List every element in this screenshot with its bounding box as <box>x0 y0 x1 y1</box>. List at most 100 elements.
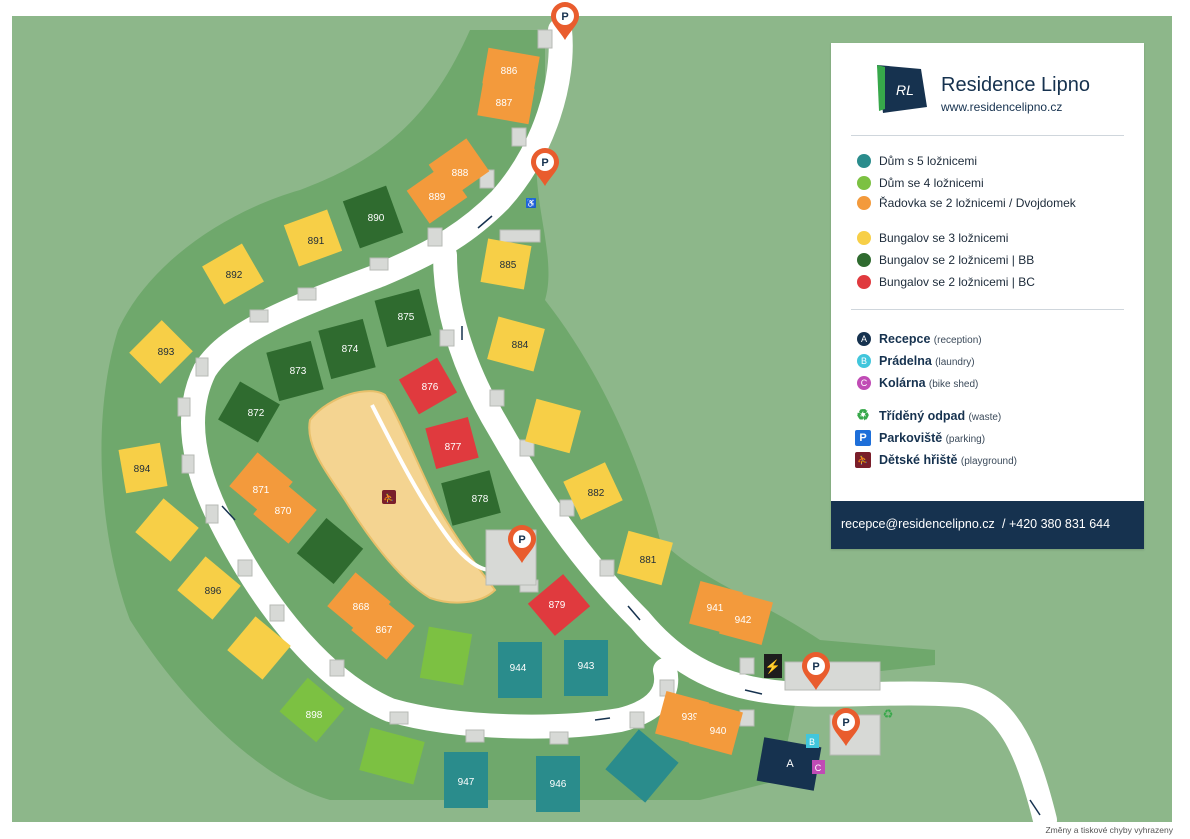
svg-text:♿: ♿ <box>526 198 536 208</box>
svg-text:P: P <box>518 534 525 546</box>
svg-text:946: 946 <box>550 779 567 790</box>
svg-text:877: 877 <box>445 442 462 453</box>
house-885: 885 <box>480 238 532 290</box>
house-unnamed-3 <box>296 517 364 585</box>
direction-arrows <box>221 215 1041 816</box>
dot-icon <box>857 275 871 289</box>
svg-text:⚡: ⚡ <box>765 659 781 675</box>
legend-item-row2: Řadovka se 2 ložnicemi / Dvojdomek <box>857 196 1076 210</box>
divider <box>851 309 1124 310</box>
house-875: 875 <box>374 288 432 348</box>
legend-item-5bed: Dům s 5 ložnicemi <box>857 154 977 168</box>
svg-text:867: 867 <box>376 625 393 636</box>
svg-text:886: 886 <box>501 66 518 77</box>
legend-item-bbb: Bungalov se 2 ložnicemi | BB <box>857 253 1034 267</box>
house-879: 879 <box>527 574 591 636</box>
house-896: 896 <box>177 556 241 620</box>
reception-icon: A <box>857 332 871 346</box>
house-872: 872 <box>218 381 280 443</box>
dot-icon <box>857 196 871 210</box>
house-870: 870 <box>253 480 317 544</box>
svg-text:879: 879 <box>549 600 566 611</box>
svg-text:892: 892 <box>226 270 243 281</box>
house-877: 877 <box>425 417 479 469</box>
laundry-building <box>806 734 819 748</box>
contact-phone[interactable]: / +420 380 831 644 <box>1002 517 1111 531</box>
svg-text:944: 944 <box>510 663 527 674</box>
house-876: 876 <box>398 357 458 415</box>
playground-icon <box>382 490 396 504</box>
svg-text:873: 873 <box>290 366 307 377</box>
svg-text:885: 885 <box>500 260 517 271</box>
disclaimer-note: Změny a tiskové chyby vyhrazeny <box>1045 825 1173 835</box>
svg-text:898: 898 <box>306 710 323 721</box>
laundry-icon: B <box>857 354 871 368</box>
svg-text:940: 940 <box>710 726 727 737</box>
parking-pin-icon: P <box>551 2 579 40</box>
svg-text:890: 890 <box>368 213 385 224</box>
legend-item-bung3: Bungalov se 3 ložnicemi <box>857 231 1008 245</box>
svg-text:RL: RL <box>896 82 914 98</box>
house-unnamed-5 <box>419 626 473 686</box>
parking-pin-icon: P <box>832 708 860 746</box>
parking-pin-icon: P <box>802 652 830 690</box>
house-894: 894 <box>118 442 168 494</box>
svg-text:887: 887 <box>496 98 513 109</box>
ev-charger-icon <box>764 654 782 678</box>
house-882: 882 <box>563 462 623 520</box>
svg-text:894: 894 <box>134 464 151 475</box>
legend-panel: RL Residence Lipno www.residencelipno.cz… <box>831 43 1144 549</box>
house-893: 893 <box>129 320 193 384</box>
svg-text:876: 876 <box>422 382 439 393</box>
svg-text:872: 872 <box>248 408 265 419</box>
svg-text:881: 881 <box>640 555 657 566</box>
svg-text:947: 947 <box>458 777 475 788</box>
parking-pin-icon: P <box>508 525 536 563</box>
house-891: 891 <box>283 209 343 267</box>
recycle-icon: ♻ <box>856 407 870 424</box>
svg-text:P: P <box>842 717 849 729</box>
svg-text:P: P <box>561 11 568 23</box>
contact-email[interactable]: recepce@residencelipno.cz <box>841 517 995 531</box>
brand-name: Residence Lipno <box>941 74 1090 96</box>
parking-icon: P <box>855 430 871 446</box>
legend-playground: ⛹Dětské hřiště (playground) <box>855 452 1017 468</box>
svg-text:B: B <box>809 737 815 747</box>
svg-text:882: 882 <box>588 488 605 499</box>
svg-text:⛹: ⛹ <box>383 492 394 503</box>
svg-text:942: 942 <box>735 615 752 626</box>
contact-bar: recepce@residencelipno.cz / +420 380 831… <box>831 501 1144 549</box>
reception-building: A B C <box>756 734 825 791</box>
house-943: 940 <box>689 701 743 755</box>
house-873: 873 <box>266 340 324 402</box>
house-884: 884 <box>487 316 545 372</box>
svg-text:893: 893 <box>158 347 175 358</box>
svg-text:868: 868 <box>353 602 370 613</box>
svg-text:P: P <box>812 661 819 673</box>
svg-text:C: C <box>815 763 822 773</box>
wheelchair-icon <box>526 198 536 208</box>
house-889: 889 <box>406 164 468 224</box>
bikeshed-building <box>812 760 825 774</box>
house-881: 881 <box>617 530 673 586</box>
svg-text:P: P <box>541 157 548 169</box>
recycle-icon: ♻ <box>883 707 894 721</box>
dot-icon <box>857 176 871 190</box>
house-898: 898 <box>279 677 345 743</box>
svg-text:884: 884 <box>512 340 529 351</box>
roads <box>181 18 1057 832</box>
house-unnamed-1 <box>135 498 199 562</box>
svg-text:874: 874 <box>342 344 359 355</box>
svg-text:870: 870 <box>275 506 292 517</box>
playground-icon: ⛹ <box>855 452 871 468</box>
svg-text:896: 896 <box>205 586 222 597</box>
svg-text:888: 888 <box>452 168 469 179</box>
house-940: 943 <box>564 640 608 696</box>
house-892: 892 <box>202 243 264 305</box>
svg-text:871: 871 <box>253 485 270 496</box>
houses: 886 887 888 889 890 891 892 893 894 896 … <box>118 47 773 812</box>
house-unnamed-6 <box>359 727 425 785</box>
svg-text:889: 889 <box>429 192 446 203</box>
